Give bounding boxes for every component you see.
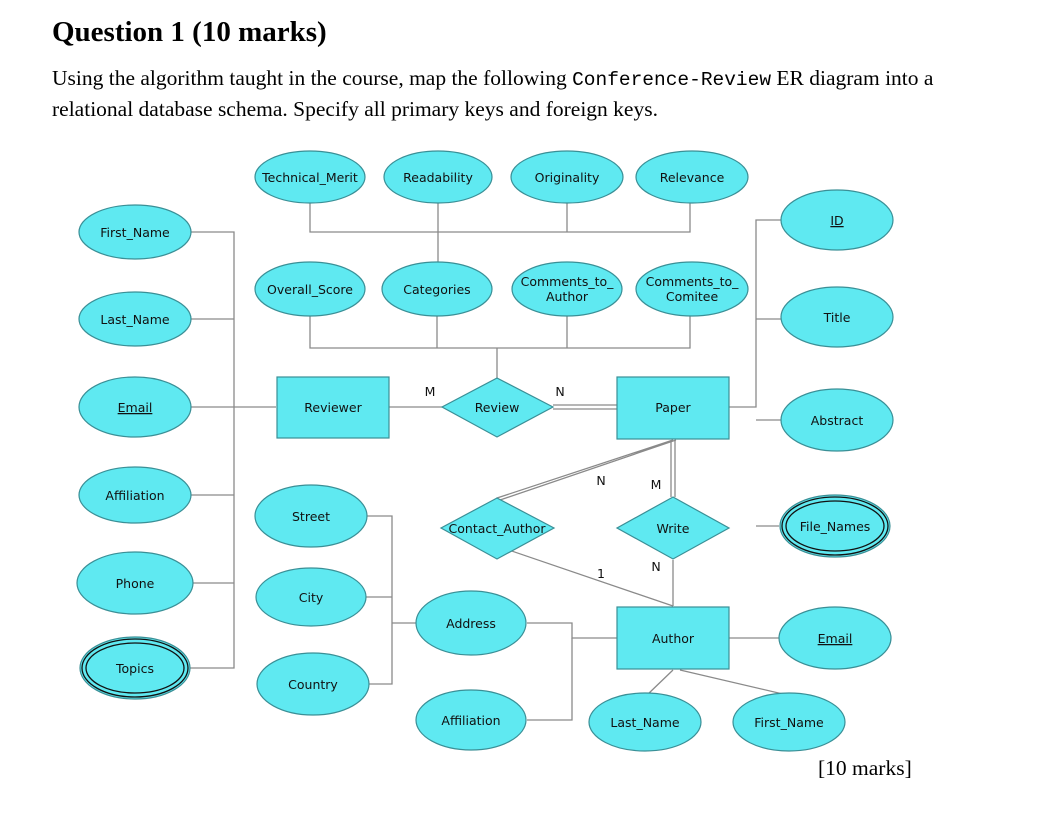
question-heading: Question 1 (10 marks) [52, 16, 327, 48]
attr-reviewer-topics-multivalued: Topics [79, 636, 191, 700]
attr-city: City [255, 567, 367, 627]
attr-street: Street [254, 484, 368, 548]
attr-paper-id-key: ID [780, 189, 894, 251]
svg-text:Relevance: Relevance [660, 170, 725, 185]
svg-text:Overall_Score: Overall_Score [267, 282, 353, 297]
attr-country: Country [256, 652, 370, 716]
svg-text:First_Name: First_Name [754, 715, 824, 730]
svg-text:Originality: Originality [535, 170, 600, 185]
svg-text:File_Names: File_Names [800, 519, 871, 534]
svg-text:Contact_Author: Contact_Author [449, 521, 547, 536]
svg-text:Last_Name: Last_Name [610, 715, 679, 730]
svg-text:Topics: Topics [115, 661, 154, 676]
svg-text:Affiliation: Affiliation [441, 713, 500, 728]
svg-text:Paper: Paper [655, 400, 691, 415]
cardinality-write-paper: M [651, 477, 662, 492]
svg-text:Affiliation: Affiliation [105, 488, 164, 503]
cardinality-contact-author: 1 [597, 566, 605, 581]
svg-text:Review: Review [475, 400, 520, 415]
cardinality-contact-paper: N [596, 473, 605, 488]
svg-text:Write: Write [656, 521, 689, 536]
svg-text:Technical_Merit: Technical_Merit [261, 170, 358, 185]
schema-name: Conference-Review [572, 69, 772, 91]
attr-reviewer-last-name: Last_Name [78, 291, 192, 347]
svg-text:City: City [299, 590, 324, 605]
cardinality-review-reviewer: M [425, 384, 436, 399]
svg-text:First_Name: First_Name [100, 225, 170, 240]
attr-reviewer-phone: Phone [76, 551, 194, 615]
attr-reviewer-first-name: First_Name [78, 204, 192, 260]
entity-reviewer: Reviewer [276, 376, 390, 439]
marks-label: [10 marks] [818, 756, 912, 780]
svg-text:Email: Email [818, 631, 853, 646]
attr-author-last-name: Last_Name [588, 692, 702, 752]
attr-paper-abstract: Abstract [780, 388, 894, 452]
attr-categories: Categories [381, 261, 493, 317]
attr-technical-merit: Technical_Merit [254, 150, 366, 204]
attr-comments-to-comittee: Comments_to_ Comitee [635, 261, 749, 317]
attr-paper-file-names-multivalued: File_Names [779, 494, 891, 558]
question-prompt: Using the algorithm taught in the course… [52, 66, 934, 121]
attr-relevance: Relevance [635, 150, 749, 204]
svg-text:Comments_to_: Comments_to_ [646, 274, 740, 289]
entity-paper: Paper [616, 376, 730, 440]
svg-text:Comments_to_: Comments_to_ [521, 274, 615, 289]
attr-overall-score: Overall_Score [254, 261, 366, 317]
svg-text:Country: Country [288, 677, 338, 692]
attr-reviewer-affiliation: Affiliation [78, 466, 192, 524]
relationship-write: Write [615, 496, 731, 560]
svg-text:Author: Author [546, 289, 589, 304]
svg-text:Readability: Readability [403, 170, 473, 185]
cardinality-write-author: N [651, 559, 660, 574]
attr-paper-title: Title [780, 286, 894, 348]
svg-text:Street: Street [292, 509, 330, 524]
attr-reviewer-email-key: Email [78, 376, 192, 438]
svg-text:Address: Address [446, 616, 496, 631]
svg-text:ID: ID [830, 213, 843, 228]
attr-comments-to-author: Comments_to_ Author [511, 261, 623, 317]
relationship-contact-author: Contact_Author [439, 497, 556, 560]
relationship-review: Review [440, 377, 555, 438]
attr-author-affiliation: Affiliation [415, 689, 527, 751]
svg-text:Abstract: Abstract [811, 413, 864, 428]
attr-originality: Originality [510, 150, 624, 204]
svg-text:Reviewer: Reviewer [304, 400, 362, 415]
svg-text:Email: Email [118, 400, 153, 415]
attr-author-first-name: First_Name [732, 692, 846, 752]
svg-text:Author: Author [652, 631, 695, 646]
svg-text:Title: Title [823, 310, 851, 325]
attr-author-email-key: Email [778, 606, 892, 670]
attr-readability: Readability [383, 150, 493, 204]
entity-author: Author [616, 606, 730, 670]
cardinality-review-paper: N [555, 384, 564, 399]
svg-text:Comitee: Comitee [666, 289, 719, 304]
svg-text:Phone: Phone [116, 576, 155, 591]
svg-text:Categories: Categories [403, 282, 470, 297]
attr-address: Address [415, 590, 527, 656]
svg-text:Last_Name: Last_Name [100, 312, 169, 327]
